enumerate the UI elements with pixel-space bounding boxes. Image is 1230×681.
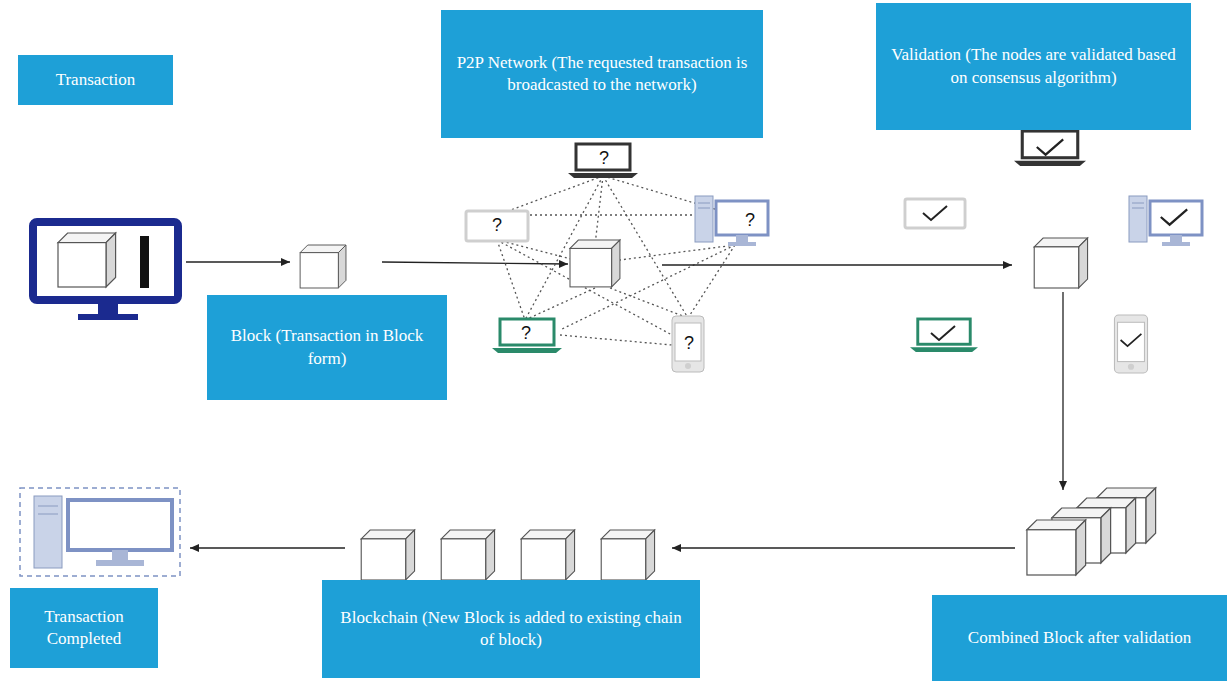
box-text: Block (Transaction in Block form) — [217, 325, 437, 369]
laptop-icon — [492, 319, 562, 353]
validated-cube — [1034, 238, 1087, 288]
status-mark: ? — [682, 334, 696, 352]
box-text: P2P Network (The requested transaction i… — [451, 52, 753, 96]
network-cube — [570, 240, 620, 287]
label-box: P2P Network (The requested transaction i… — [441, 10, 763, 138]
label-box: Validation (The nodes are validated base… — [876, 3, 1191, 130]
block-chain — [361, 530, 654, 580]
label-box: Combined Block after validation — [932, 595, 1227, 681]
flow-arrow — [186, 261, 290, 262]
check-mark — [1037, 139, 1063, 154]
laptop-icon — [1014, 131, 1086, 166]
box-text: Blockchain (New Block is added to existi… — [332, 607, 690, 651]
status-mark: ? — [490, 216, 504, 234]
check-mark — [1121, 334, 1142, 346]
label-box: Transaction — [18, 55, 173, 105]
label-box: Blockchain (New Block is added to existi… — [322, 580, 700, 678]
laptop-icon — [568, 144, 638, 178]
flow-arrow — [662, 264, 1012, 265]
tablet-icon — [905, 199, 965, 228]
desktop-icon — [1129, 196, 1202, 246]
tablet-icon — [466, 211, 528, 241]
flow-arrow — [382, 262, 568, 264]
box-text: Transaction Completed — [20, 606, 148, 650]
check-mark — [1161, 209, 1187, 224]
check-mark — [931, 326, 955, 340]
status-mark: ? — [519, 324, 533, 342]
receiver-computer — [20, 488, 180, 576]
label-box: Block (Transaction in Block form) — [207, 295, 447, 400]
combined-block-stack — [1027, 488, 1156, 575]
phone-icon — [1114, 315, 1147, 373]
status-mark: ? — [597, 149, 611, 167]
block-cube — [300, 245, 346, 288]
status-mark: ? — [743, 211, 757, 229]
label-box: Transaction Completed — [10, 588, 158, 668]
box-text: Transaction — [56, 69, 136, 91]
sender-computer — [33, 222, 178, 320]
flow-arrow — [672, 547, 1015, 548]
box-text: Combined Block after validation — [968, 627, 1191, 649]
phone-icon — [672, 316, 704, 372]
desktop-icon — [695, 196, 768, 246]
flow-arrow — [1062, 292, 1063, 490]
laptop-icon — [910, 319, 978, 352]
box-text: Validation (The nodes are validated base… — [886, 44, 1181, 88]
flow-arrow — [190, 547, 345, 548]
check-mark — [923, 206, 947, 220]
